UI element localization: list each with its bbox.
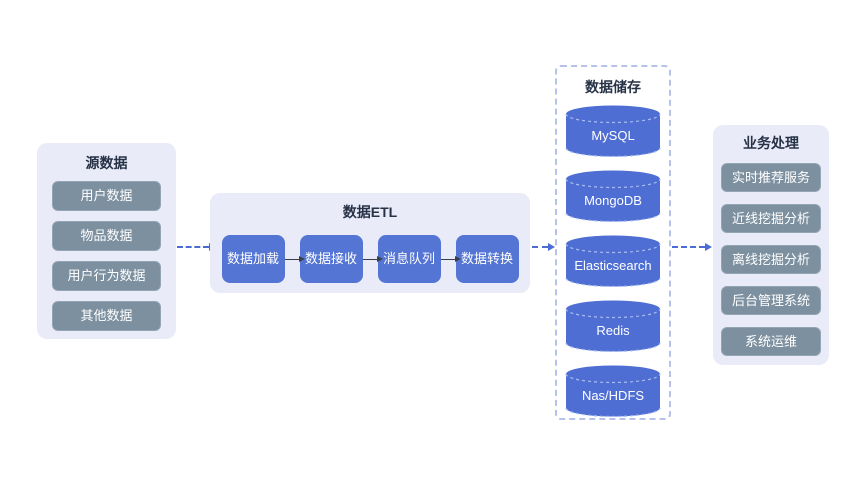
data-storage-panel: 数据储存 MySQL MongoDB Elasticsearc — [555, 65, 671, 420]
source-item-user-behavior-data: 用户行为数据 — [52, 261, 161, 291]
database-cylinder-elasticsearch: Elasticsearch — [565, 235, 661, 287]
etl-panel-title: 数据ETL — [342, 204, 398, 220]
source-item-item-data: 物品数据 — [52, 221, 161, 251]
source-data-panel: 源数据 用户数据 物品数据 用户行为数据 其他数据 — [37, 143, 176, 339]
flow-arrow-etl-to-storage-icon — [532, 243, 555, 251]
service-realtime-recommendation: 实时推荐服务 — [721, 163, 821, 192]
database-cylinder-icon — [565, 300, 661, 352]
database-cylinder-icon — [565, 105, 661, 157]
etl-steps-row: 数据加载 数据接收 消息队列 数据转换 — [221, 235, 519, 283]
database-cylinder-redis: Redis — [565, 300, 661, 352]
source-panel-title: 源数据 — [85, 155, 128, 171]
storage-panel-title: 数据储存 — [585, 79, 641, 95]
database-cylinder-mysql: MySQL — [565, 105, 661, 157]
flow-arrow-storage-to-business-icon — [672, 243, 712, 251]
step-arrow-icon — [440, 255, 461, 262]
etl-step-receive: 数据接收 — [299, 235, 363, 283]
etl-panel: 数据ETL 数据加载 数据接收 消息队列 数据转换 — [210, 193, 530, 293]
service-offline-mining: 离线挖掘分析 — [721, 245, 821, 274]
step-arrow-icon — [362, 255, 383, 262]
store-label-mongodb: MongoDB — [584, 193, 642, 208]
store-label-elasticsearch: Elasticsearch — [574, 258, 652, 273]
source-item-user-data: 用户数据 — [52, 181, 161, 211]
etl-step-load: 数据加载 — [221, 235, 285, 283]
store-label-redis: Redis — [596, 323, 630, 338]
database-cylinder-icon — [565, 235, 661, 287]
database-cylinder-nas-hdfs: Nas/HDFS — [565, 365, 661, 417]
service-system-operations: 系统运维 — [721, 327, 821, 356]
database-cylinder-icon — [565, 170, 661, 222]
service-nearline-mining: 近线挖掘分析 — [721, 204, 821, 233]
etl-step-transform: 数据转换 — [455, 235, 519, 283]
step-arrow-icon — [284, 255, 305, 262]
database-cylinder-mongodb: MongoDB — [565, 170, 661, 222]
store-label-nas-hdfs: Nas/HDFS — [581, 388, 645, 403]
store-label-mysql: MySQL — [591, 128, 635, 143]
database-cylinder-icon — [565, 365, 661, 417]
business-processing-panel: 业务处理 实时推荐服务 近线挖掘分析 离线挖掘分析 后台管理系统 系统运维 — [713, 125, 829, 365]
business-panel-title: 业务处理 — [743, 135, 799, 151]
service-backend-management: 后台管理系统 — [721, 286, 821, 315]
source-item-other-data: 其他数据 — [52, 301, 161, 331]
etl-step-message-queue: 消息队列 — [377, 235, 441, 283]
flow-arrow-source-to-etl-icon — [177, 243, 216, 251]
